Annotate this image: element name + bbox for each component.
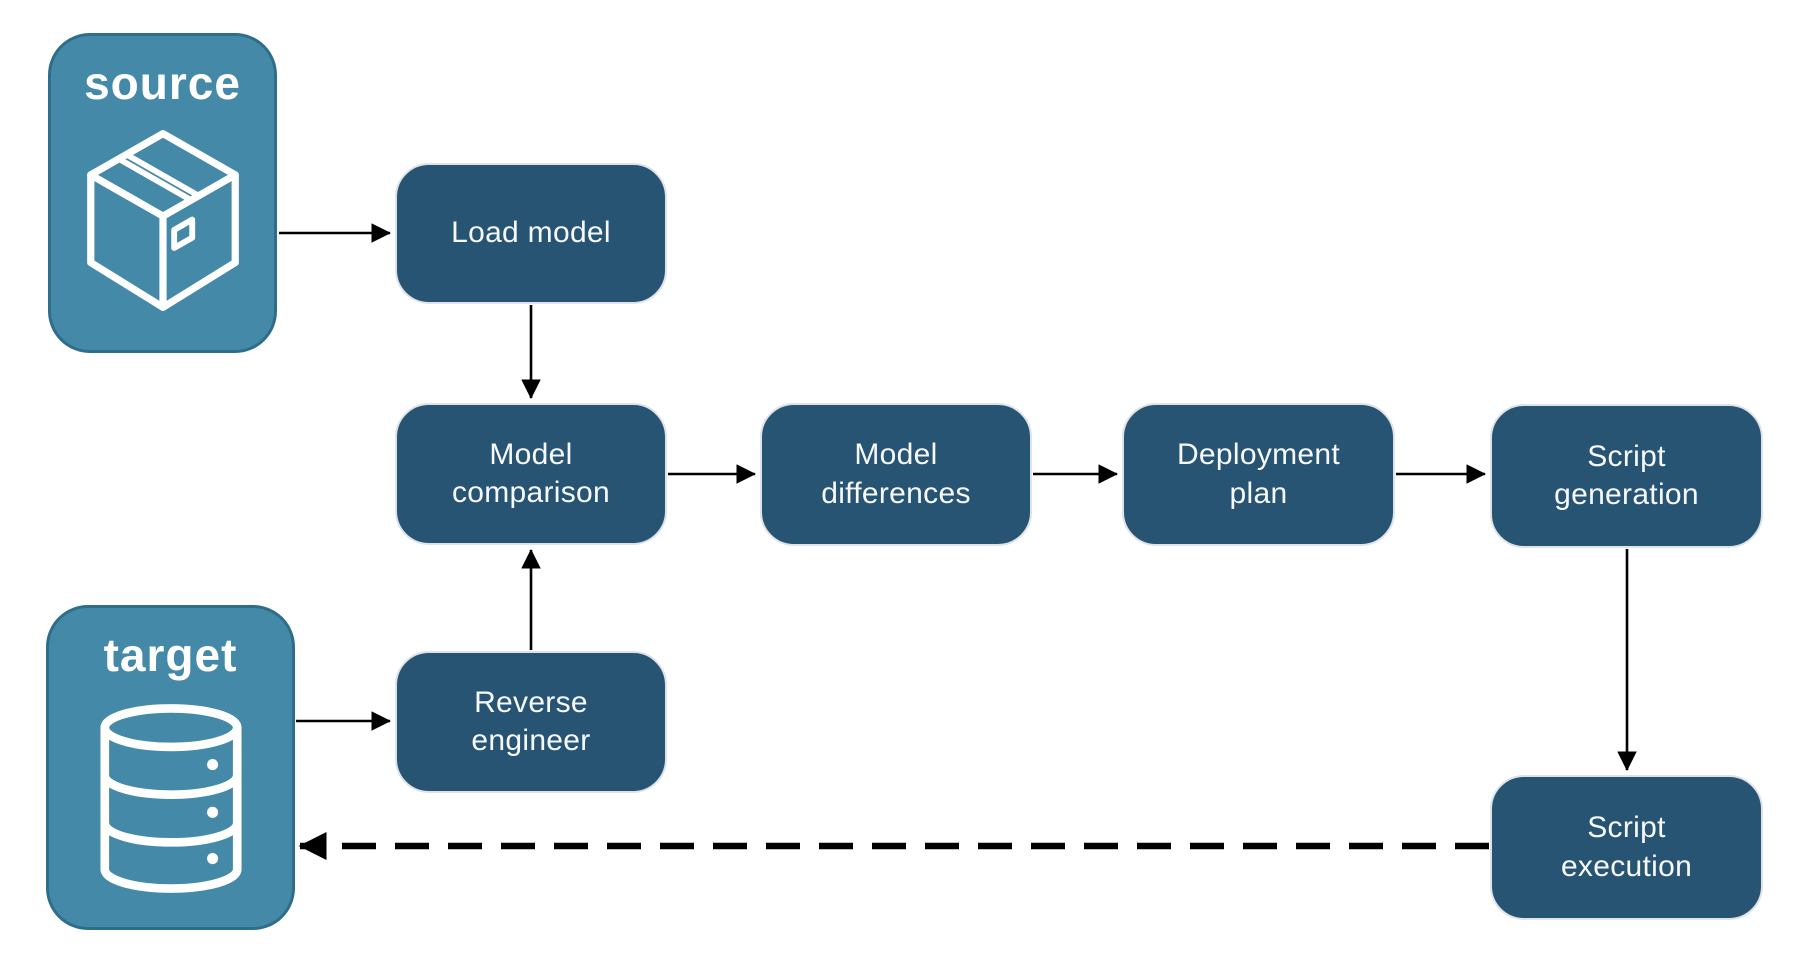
source-node: source (48, 33, 277, 353)
node-model-differences-label: Model differences (821, 438, 971, 510)
node-model-comparison-label: Model comparison (451, 437, 611, 509)
node-model-differences: Model differences (760, 403, 1032, 546)
node-script-generation: Script generation (1490, 404, 1763, 548)
node-reverse-engineer: Reverse engineer (395, 651, 667, 793)
node-script-execution: Script execution (1490, 775, 1763, 920)
package-icon (86, 129, 239, 311)
database-icon (99, 703, 242, 893)
node-load-model: Load model (395, 163, 667, 304)
node-model-comparison: Model comparison (395, 403, 667, 545)
node-script-generation-label: Script generation (1554, 439, 1699, 511)
node-script-execution-label: Script execution (1560, 811, 1693, 883)
node-deployment-plan-label: Deployment plan (1176, 438, 1341, 510)
node-reverse-engineer-label: Reverse engineer (471, 685, 591, 757)
target-label: target (103, 629, 238, 681)
source-label: source (84, 57, 241, 109)
node-deployment-plan: Deployment plan (1122, 403, 1395, 546)
node-load-model-label: Load model (451, 216, 611, 250)
target-node: target (46, 605, 295, 930)
